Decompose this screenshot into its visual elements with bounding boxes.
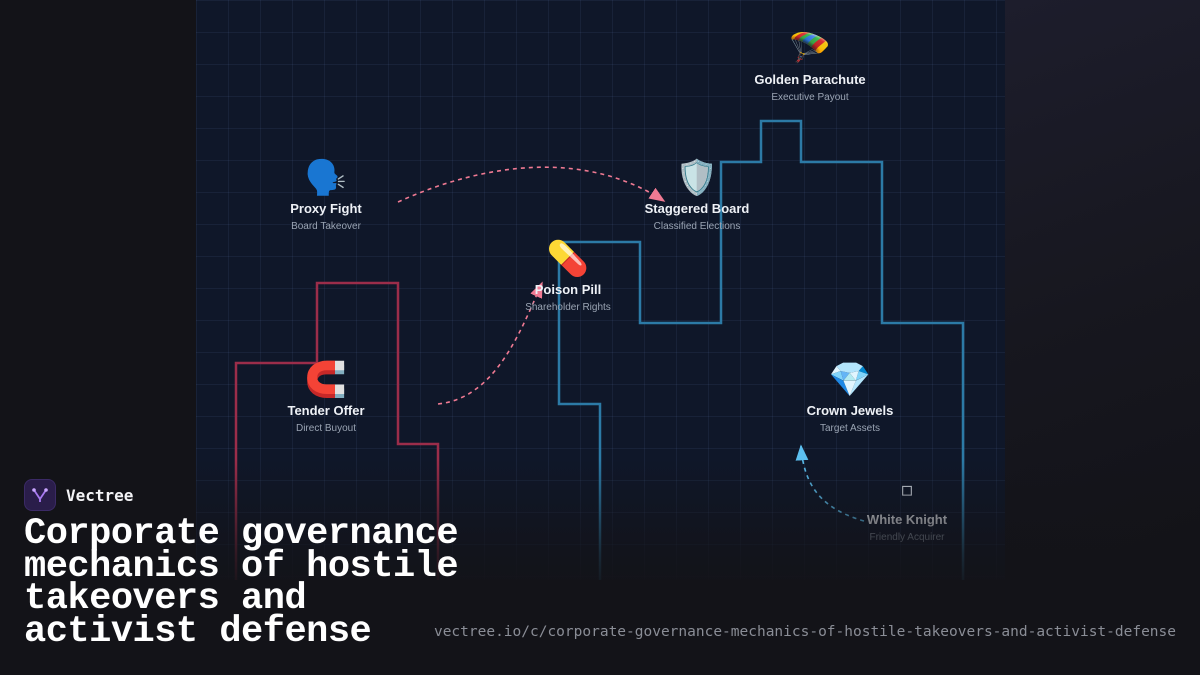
- shield-icon: 🛡️: [675, 158, 719, 198]
- node-tender-offer[interactable]: 🧲 Tender Offer Direct Buyout: [226, 361, 426, 434]
- node-sublabel: Direct Buyout: [295, 423, 357, 434]
- pill-icon: 💊: [546, 239, 590, 279]
- node-sublabel: Board Takeover: [291, 221, 361, 232]
- node-sublabel: Target Assets: [819, 423, 881, 434]
- diagram-canvas: 🪂 Golden Parachute Executive Payout 🗣️ P…: [196, 0, 1005, 580]
- node-sublabel: Classified Elections: [653, 221, 741, 232]
- node-golden-parachute[interactable]: 🪂 Golden Parachute Executive Payout: [710, 30, 910, 103]
- speaking-head-icon: 🗣️: [304, 158, 348, 198]
- page-url[interactable]: vectree.io/c/corporate-governance-mechan…: [433, 624, 1176, 640]
- brand-name: Vectree: [66, 485, 134, 505]
- node-label: Golden Parachute: [754, 72, 866, 87]
- node-crown-jewels[interactable]: 💎 Crown Jewels Target Assets: [750, 361, 950, 434]
- node-label: White Knight: [866, 512, 948, 527]
- node-label: Poison Pill: [534, 282, 602, 297]
- node-label: Staggered Board: [644, 201, 750, 216]
- node-proxy-fight[interactable]: 🗣️ Proxy Fight Board Takeover: [226, 159, 426, 232]
- node-sublabel: Shareholder Rights: [525, 302, 611, 313]
- node-poison-pill[interactable]: 💊 Poison Pill Shareholder Rights: [468, 240, 668, 313]
- parachute-icon: 🪂: [788, 29, 832, 69]
- gem-icon: 💎: [828, 360, 872, 400]
- node-sublabel: Friendly Acquirer: [869, 532, 945, 543]
- brand: Vectree: [24, 479, 133, 511]
- knight-icon: ▫: [900, 477, 914, 501]
- node-staggered-board[interactable]: 🛡️ Staggered Board Classified Elections: [597, 159, 797, 232]
- node-label: Crown Jewels: [806, 403, 894, 418]
- page-title: Corporate governance mechanics of hostil…: [24, 513, 459, 653]
- node-label: Proxy Fight: [290, 201, 362, 216]
- magnet-icon: 🧲: [304, 360, 348, 400]
- node-sublabel: Executive Payout: [771, 92, 849, 103]
- background-glow: [1005, 0, 1200, 675]
- node-label: Tender Offer: [287, 403, 365, 418]
- vectree-logo-icon: [24, 479, 56, 511]
- node-white-knight[interactable]: ▫ White Knight Friendly Acquirer: [807, 470, 1005, 543]
